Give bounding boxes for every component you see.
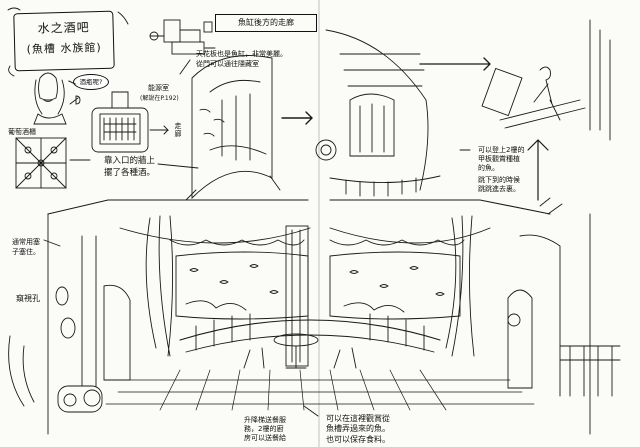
bottom-note-2: 魚槽弄過來的魚。 bbox=[326, 424, 390, 433]
wine-shelf-label: 葡萄酒櫃 bbox=[8, 128, 36, 136]
ceiling-note-2: 從門可以通往隱藏室 bbox=[196, 60, 259, 68]
curved-sofa bbox=[179, 313, 441, 353]
title-box: 水之酒吧 (魚槽 水族館) bbox=[13, 10, 115, 72]
entrance-wall-note: 靠入口的牆上 bbox=[104, 156, 156, 166]
cork-note-2: 子塞住。 bbox=[12, 248, 40, 256]
bar-interior-frame bbox=[47, 199, 591, 435]
pulley-and-figure bbox=[419, 19, 611, 141]
corridor-label: 走廊 bbox=[174, 122, 182, 138]
energy-room-label: 能源室 bbox=[148, 84, 169, 92]
speech-bubble: 酒瓶呢? bbox=[73, 74, 109, 90]
deck-note-3: 的魚。 bbox=[478, 164, 499, 172]
leader-lines bbox=[43, 59, 471, 417]
curtains bbox=[145, 215, 475, 357]
bottom-note-1: 可以在這裡觀賞從 bbox=[326, 414, 390, 423]
title-line-2: (魚槽 水族館) bbox=[26, 41, 102, 56]
deck-note-5: 跳跳進去裏。 bbox=[478, 185, 520, 193]
wine-shelf bbox=[15, 137, 83, 189]
peephole-label: 窺視孔 bbox=[16, 294, 40, 303]
title-ribbon bbox=[7, 7, 129, 77]
energy-room-ref: (解說在P.192) bbox=[140, 95, 179, 102]
entrance-wall-note-2: 擺了各種酒。 bbox=[104, 168, 156, 178]
ship-balcony bbox=[315, 29, 441, 197]
pipe-machinery bbox=[149, 19, 216, 55]
title-line-1: 水之酒吧 bbox=[37, 20, 90, 36]
fish-tank-corridor-label: 魚缸後方的走廊 bbox=[215, 14, 317, 32]
round-table bbox=[243, 333, 357, 369]
right-wall-details bbox=[507, 139, 621, 397]
cork-note-1: 通常用塞 bbox=[12, 238, 40, 246]
deck-note-4: 跳下到的時候 bbox=[478, 176, 520, 184]
corridor-arrow bbox=[281, 111, 313, 125]
energy-room-device bbox=[91, 91, 170, 153]
bottom-note-3: 也可以保存食料。 bbox=[326, 435, 390, 444]
ceiling-note-1: 天花板也是魚缸，非常美麗。 bbox=[196, 50, 287, 58]
checker-floor bbox=[105, 369, 535, 411]
aquarium-window bbox=[175, 251, 461, 320]
elevator-note-2: 務，2樓的廚 bbox=[244, 425, 284, 433]
corridor-sketch bbox=[185, 55, 281, 201]
central-pillar bbox=[285, 225, 309, 367]
deck-note-2: 甲板觀賞種植 bbox=[478, 155, 520, 163]
elevator-note-3: 房可以送餐給 bbox=[244, 434, 286, 442]
woman-figure bbox=[33, 72, 81, 125]
elevator-note-1: 升降梯送餐服 bbox=[244, 416, 286, 424]
deck-note-1: 可以登上2樓的 bbox=[478, 146, 525, 154]
left-wall-details bbox=[8, 235, 131, 413]
